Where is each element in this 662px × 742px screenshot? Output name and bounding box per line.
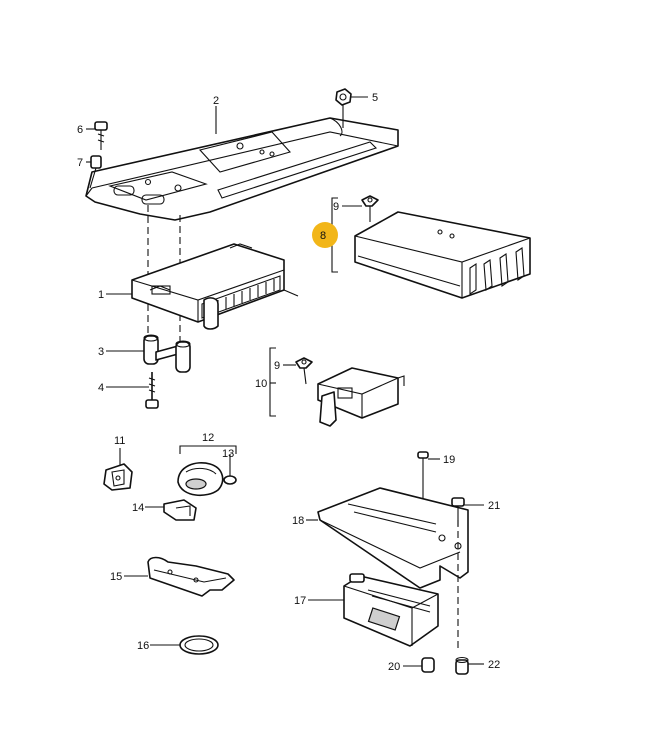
callout-14[interactable]: 14 (132, 502, 144, 514)
clip-part-11[interactable] (103, 463, 133, 491)
key-fob-part-12[interactable] (177, 445, 237, 497)
control-unit-part-1[interactable] (131, 243, 299, 330)
callout-4[interactable]: 4 (98, 382, 104, 394)
nut-part-22[interactable] (455, 656, 469, 675)
callout-15[interactable]: 15 (110, 571, 122, 583)
callout-20[interactable]: 20 (388, 661, 400, 673)
bolt-part-4[interactable] (145, 372, 159, 409)
callout-17[interactable]: 17 (294, 595, 306, 607)
bolt-part-21[interactable] (451, 497, 465, 526)
mounts-part-3[interactable] (143, 334, 191, 373)
callout-7[interactable]: 6 (77, 124, 83, 136)
callout-21[interactable]: 21 (488, 500, 500, 512)
callout-5[interactable]: 5 (372, 92, 378, 104)
sensor-strip-part-15[interactable] (147, 556, 235, 597)
callout-16[interactable]: 16 (137, 640, 149, 652)
callout-9-upper[interactable]: 9 (333, 201, 339, 213)
buckle-part-14[interactable] (163, 499, 197, 521)
callout-10[interactable]: 10 (255, 378, 267, 390)
callout-11[interactable]: 11 (114, 435, 125, 447)
nut-part-5[interactable] (335, 88, 352, 128)
bolt-part-7[interactable] (94, 121, 108, 150)
spacer-part-20[interactable] (421, 657, 435, 673)
clip-part-9-lower[interactable] (295, 357, 313, 385)
callout-2[interactable]: 2 (213, 95, 219, 107)
callout-9-lower[interactable]: 9 (274, 360, 280, 372)
spacer-part-6[interactable] (89, 155, 102, 189)
bracket-part-18[interactable] (317, 487, 469, 589)
callout-8-highlight (312, 222, 338, 248)
clip-part-9-upper[interactable] (361, 195, 379, 222)
module-part-8[interactable] (331, 197, 531, 299)
mounting-plate[interactable] (85, 117, 399, 221)
module-connector-tabs (469, 247, 525, 296)
callout-labels: 2 5 6 7 8 9 1 3 4 9 10 11 12 13 14 15 16… (77, 92, 500, 673)
cap-part-13[interactable] (223, 475, 237, 485)
callout-3[interactable]: 3 (98, 346, 104, 358)
callout-1[interactable]: 1 (98, 289, 104, 301)
callout-8[interactable]: 8 (320, 230, 326, 242)
callout-19[interactable]: 19 (443, 454, 455, 466)
callout-leaders (86, 96, 484, 667)
callout-6[interactable]: 7 (77, 157, 83, 169)
lens-part-16[interactable] (179, 635, 219, 655)
callout-22[interactable]: 22 (488, 659, 500, 671)
callout-12[interactable]: 12 (202, 432, 214, 444)
callout-13[interactable]: 13 (222, 448, 234, 460)
callout-18[interactable]: 18 (292, 515, 304, 527)
module-part-17[interactable] (343, 573, 439, 647)
module-part-10[interactable] (269, 347, 405, 427)
